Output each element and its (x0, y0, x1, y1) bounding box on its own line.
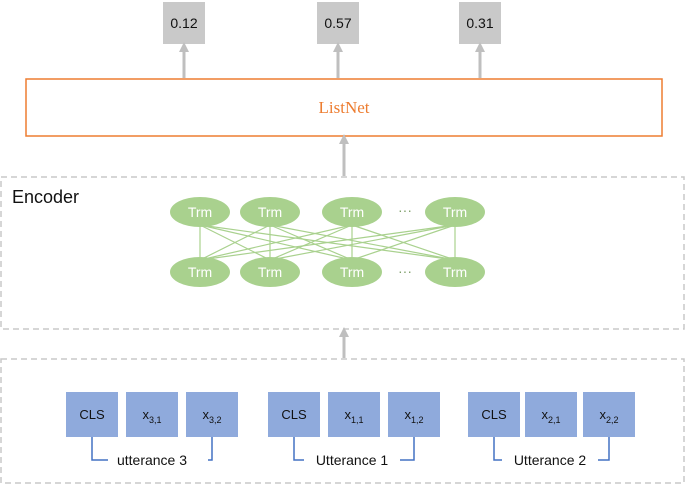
trm-label: Trm (443, 264, 467, 280)
trm-node: Trm (425, 257, 485, 287)
token-box: x3,1 (126, 392, 178, 437)
trm-node: Trm (322, 197, 382, 227)
trm-label: Trm (340, 204, 364, 220)
trm-label: Trm (258, 204, 282, 220)
token-box: x1,2 (388, 392, 440, 437)
token-label: x1,1 (344, 407, 363, 425)
trm-label: Trm (188, 264, 212, 280)
score-value: 0.12 (170, 15, 197, 31)
score-boxes: 0.12 0.57 0.31 (163, 2, 501, 44)
utterance-group: CLS x1,1 x1,2 Utterance 1 (268, 392, 440, 469)
trm-node: Trm (170, 197, 230, 227)
trm-node: Trm (240, 257, 300, 287)
token-label: CLS (481, 407, 507, 422)
trm-connections (199, 224, 456, 261)
trm-node: Trm (322, 257, 382, 287)
token-label: x3,1 (142, 407, 161, 425)
utterance-label: Utterance 1 (316, 452, 389, 468)
token-label: CLS (281, 407, 307, 422)
score-box: 0.12 (163, 2, 205, 44)
token-label: CLS (79, 407, 105, 422)
token-box-cls: CLS (468, 392, 520, 437)
encoder-label: Encoder (12, 187, 79, 207)
input-region (0, 358, 685, 484)
token-box-cls: CLS (268, 392, 320, 437)
utterance-group: CLS x3,1 x3,2 utterance 3 (66, 392, 238, 469)
encoder-region: Encoder (0, 176, 685, 330)
token-box: x1,1 (328, 392, 380, 437)
trm-label: Trm (188, 204, 212, 220)
token-label: x2,2 (599, 407, 618, 425)
utterance-label: Utterance 2 (514, 452, 587, 468)
token-label: x3,2 (202, 407, 221, 425)
score-value: 0.57 (324, 15, 351, 31)
trm-row-bottom: Trm Trm Trm ··· Trm (170, 257, 485, 287)
token-label: x1,2 (404, 407, 423, 425)
utterance-label: utterance 3 (117, 452, 187, 468)
token-box: x2,2 (583, 392, 635, 437)
score-arrows (179, 42, 485, 78)
trm-ellipsis: ··· (398, 263, 412, 279)
trm-node: Trm (170, 257, 230, 287)
trm-label: Trm (340, 264, 364, 280)
token-box-cls: CLS (66, 392, 118, 437)
trm-ellipsis: ··· (398, 202, 412, 218)
token-box: x2,1 (525, 392, 577, 437)
score-box: 0.31 (459, 2, 501, 44)
listnet-label: ListNet (319, 98, 370, 117)
listnet-box: ListNet (25, 78, 663, 137)
trm-node: Trm (425, 197, 485, 227)
trm-label: Trm (443, 204, 467, 220)
utterance-group: CLS x2,1 x2,2 Utterance 2 (468, 392, 635, 469)
trm-node: Trm (240, 197, 300, 227)
trm-label: Trm (258, 264, 282, 280)
score-box: 0.57 (317, 2, 359, 44)
trm-row-top: Trm Trm Trm ··· Trm (170, 197, 485, 227)
score-value: 0.31 (466, 15, 493, 31)
token-box: x3,2 (186, 392, 238, 437)
token-label: x2,1 (541, 407, 560, 425)
